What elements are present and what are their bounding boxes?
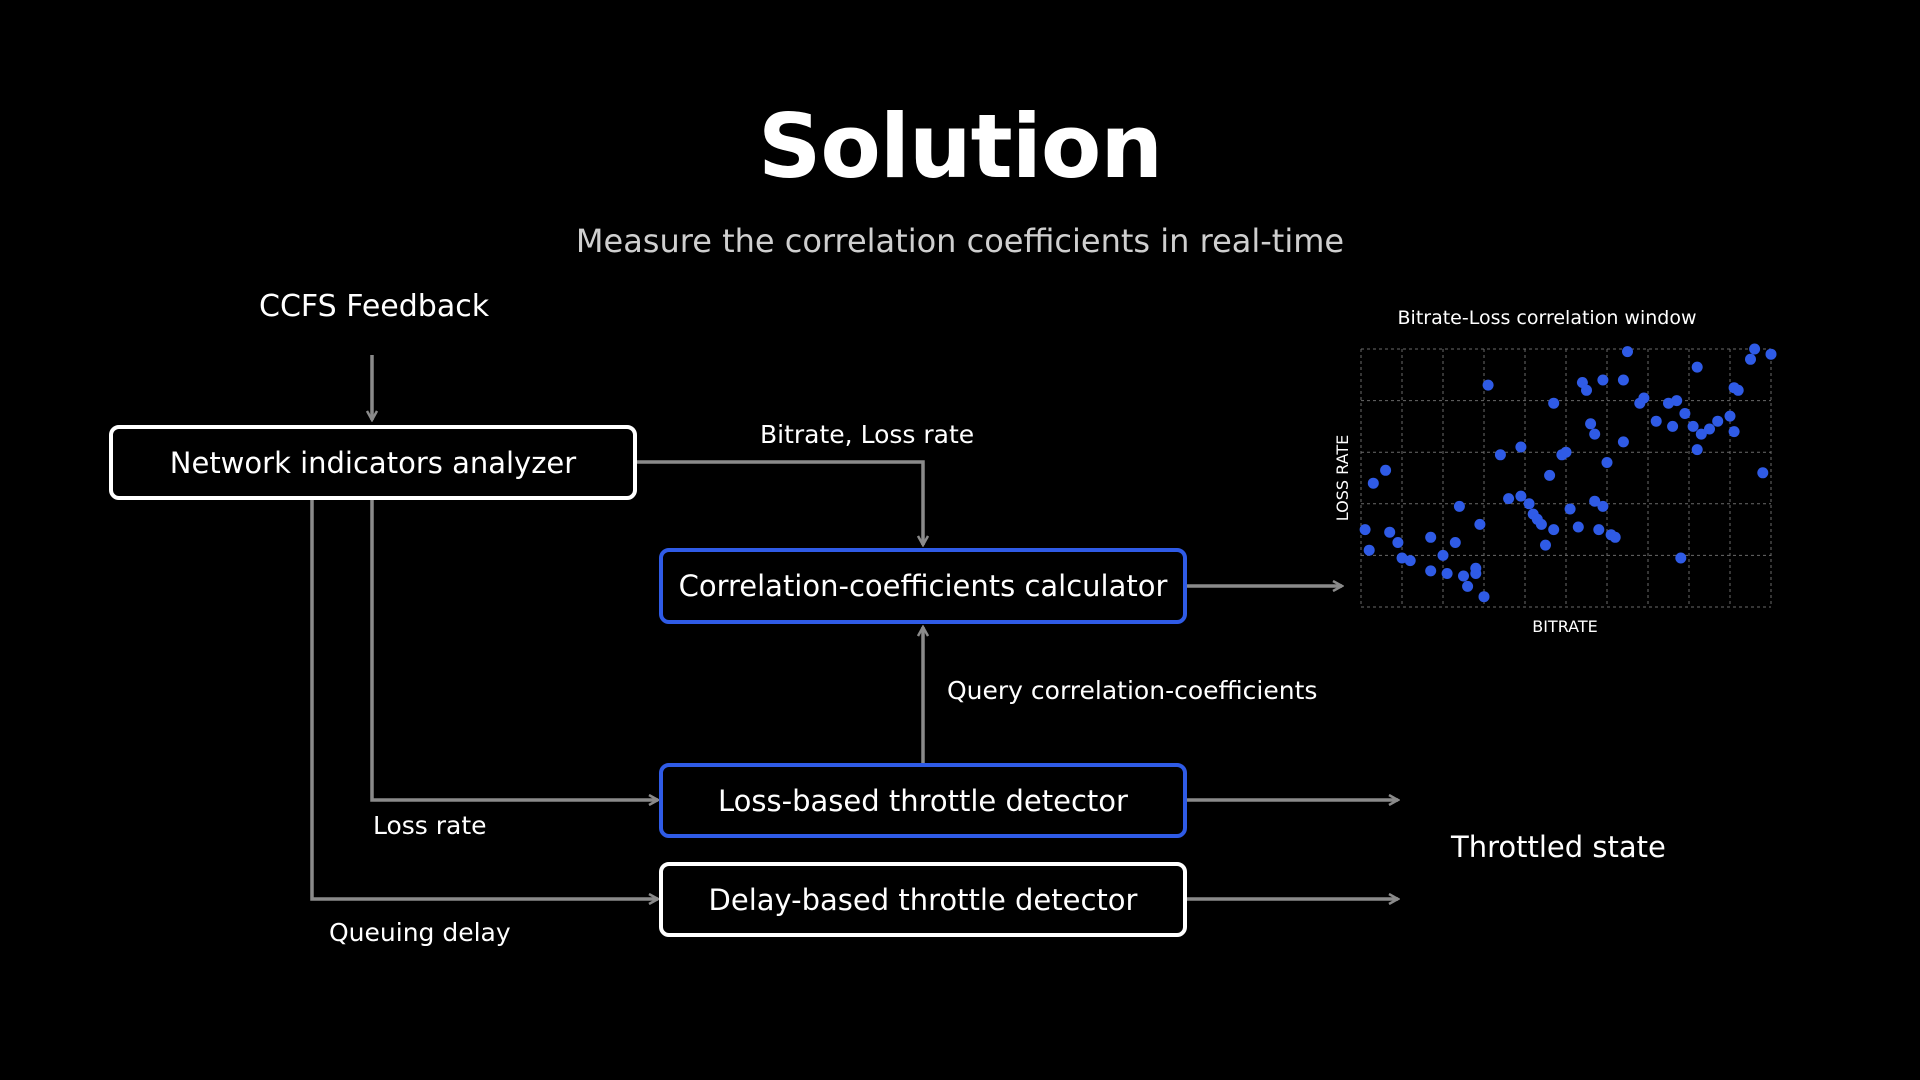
chart-points <box>1359 343 1777 603</box>
scatter-point <box>1691 444 1703 456</box>
bitrate-loss-arrow <box>635 460 923 545</box>
scatter-point <box>1494 449 1506 461</box>
scatter-point <box>1704 423 1715 435</box>
scatter-point <box>1597 374 1609 386</box>
scatter-point <box>1482 379 1494 391</box>
scatter-point <box>1749 343 1761 355</box>
scatter-point <box>1745 353 1756 365</box>
page-subtitle: Measure the correlation coefficients in … <box>575 222 1345 260</box>
scatter-point <box>1548 524 1560 536</box>
scatter-point <box>1679 408 1691 419</box>
scatter-point <box>1728 426 1740 438</box>
scatter-point <box>1544 469 1556 481</box>
scatter-point <box>1695 428 1707 440</box>
scatter-point <box>1441 568 1453 579</box>
scatter-point <box>1404 555 1416 567</box>
loss-rate-label: Loss rate <box>373 811 487 840</box>
queuing-delay-arrow <box>310 498 658 899</box>
delay-throttle-detector-box: Delay-based throttle detector <box>659 862 1187 937</box>
scatter-point <box>1453 500 1465 512</box>
scatter-point <box>1380 464 1392 476</box>
scatter-point <box>1622 346 1633 358</box>
scatter-point <box>1363 544 1375 556</box>
scatter-point <box>1540 539 1551 551</box>
scatter-point <box>1437 549 1449 561</box>
scatter-point <box>1617 374 1629 386</box>
scatter-point <box>1593 524 1605 536</box>
scatter-point <box>1609 531 1621 543</box>
scatter-point <box>1462 580 1474 592</box>
scatter-point <box>1425 531 1437 543</box>
scatter-point <box>1667 420 1679 432</box>
scatter-point <box>1597 500 1609 512</box>
ccfs-feedback-label: CCFS Feedback <box>259 289 490 324</box>
scatter-point <box>1589 428 1601 440</box>
correlation-calculator-box: Correlation-coefficients calculator <box>659 548 1187 624</box>
scatter-point <box>1601 457 1613 468</box>
loss-throttle-detector-box: Loss-based throttle detector <box>659 763 1187 838</box>
scatter-point <box>1675 552 1687 564</box>
scatter-point <box>1535 518 1547 530</box>
query-label: Query correlation-coefficients <box>947 676 1318 705</box>
scatter-point <box>1617 436 1629 448</box>
scatter-point <box>1757 467 1769 479</box>
scatter-point <box>1474 518 1486 530</box>
bitrate-loss-label: Bitrate, Loss rate <box>760 420 975 449</box>
scatter-point <box>1712 415 1724 427</box>
scatter-point <box>1650 415 1662 427</box>
scatter-point <box>1671 395 1683 407</box>
scatter-point <box>1691 361 1703 373</box>
scatter-point <box>1392 537 1404 548</box>
scatter-point <box>1458 570 1469 582</box>
scatter-point <box>1564 503 1576 515</box>
chart-title: Bitrate-Loss correlation window <box>1398 307 1697 329</box>
scatter-point <box>1765 348 1777 360</box>
scatter-point <box>1515 441 1527 453</box>
scatter-point <box>1638 392 1650 404</box>
scatter-point <box>1478 591 1490 603</box>
page-title: Solution <box>758 95 1163 198</box>
scatter-point <box>1515 490 1527 502</box>
chart-grid <box>1360 348 1772 608</box>
scatter-point <box>1548 397 1560 409</box>
scatter-point <box>1359 524 1371 536</box>
scatter-point <box>1384 526 1396 538</box>
scatter-point <box>1523 498 1535 510</box>
scatter-point <box>1724 410 1736 422</box>
throttled-state-label: Throttled state <box>1451 830 1666 864</box>
scatter-point <box>1687 420 1699 432</box>
network-indicators-analyzer-box: Network indicators analyzer <box>109 425 637 500</box>
scatter-point <box>1449 537 1461 548</box>
scatter-point <box>1585 418 1597 430</box>
scatter-point <box>1470 562 1482 574</box>
queuing-delay-label: Queuing delay <box>329 918 511 947</box>
chart-x-axis-label: BITRATE <box>1532 617 1598 636</box>
scatter-point <box>1560 446 1572 458</box>
scatter-point <box>1589 495 1601 507</box>
loss-rate-arrow <box>370 498 658 800</box>
scatter-point <box>1425 565 1437 577</box>
scatter-point <box>1581 384 1592 396</box>
scatter-point <box>1503 493 1515 505</box>
chart-y-axis-label: LOSS RATE <box>1333 435 1352 521</box>
scatter-point <box>1572 521 1584 533</box>
scatter-point <box>1367 477 1379 489</box>
scatter-point <box>1732 384 1744 396</box>
